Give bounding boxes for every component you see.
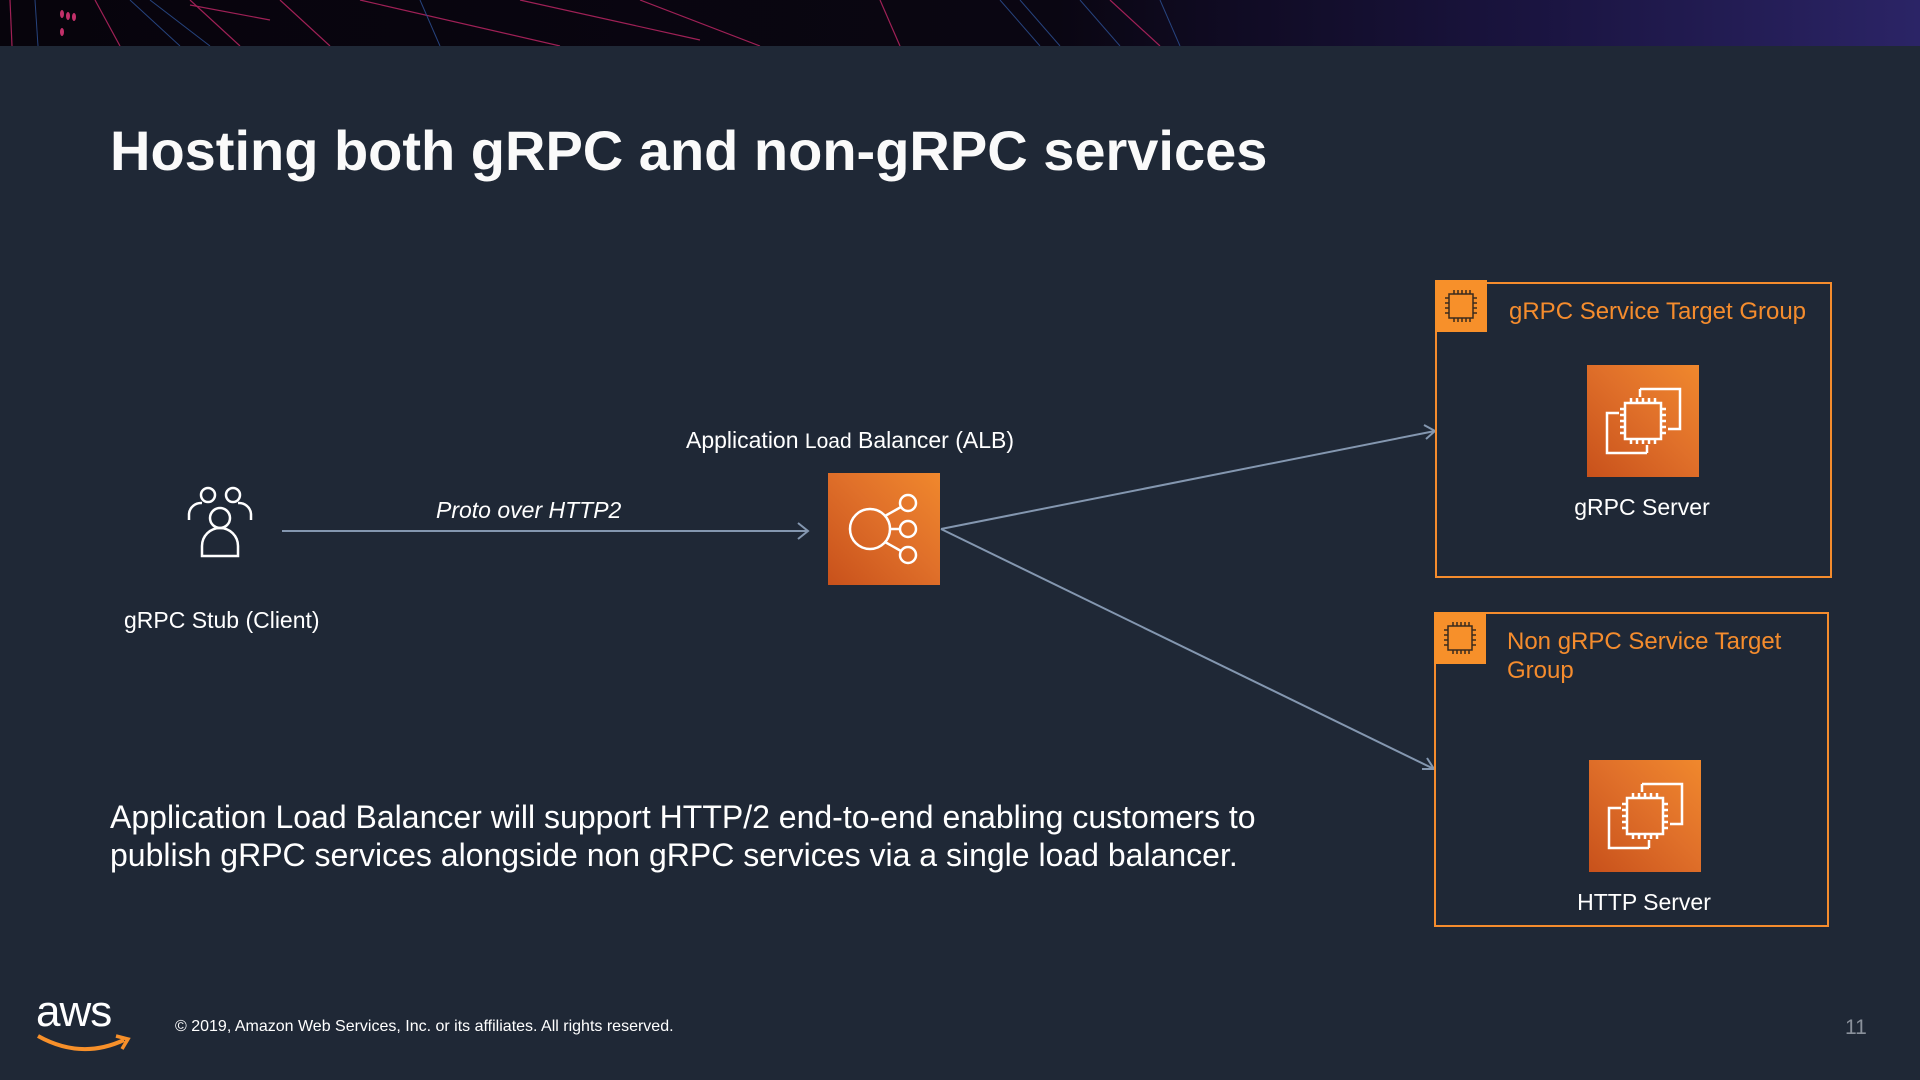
grpc-server-label: gRPC Server — [1574, 494, 1710, 520]
alb-to-http-arrow — [940, 528, 1435, 770]
alb-label-part: Load — [804, 430, 852, 453]
ec2-instances-icon — [1607, 782, 1684, 850]
non-grpc-group-title: Non gRPC Service Target Group — [1507, 627, 1781, 685]
copyright-text: © 2019, Amazon Web Services, Inc. or its… — [175, 1018, 674, 1035]
load-balancer-icon — [848, 493, 918, 565]
alb-tile[interactable] — [828, 473, 940, 585]
grpc-server-tile[interactable] — [1587, 365, 1699, 477]
http-server-tile[interactable] — [1589, 760, 1701, 872]
group-title-line: Group — [1507, 657, 1574, 684]
alb-label-part: Balancer (ALB) — [851, 427, 1014, 453]
body-text-line: publish gRPC services alongside non gRPC… — [110, 837, 1238, 873]
page-number: 11 — [1845, 1016, 1867, 1039]
arrowhead-alb — [797, 522, 810, 540]
slide-title: Hosting both gRPC and non-gRPC services — [110, 119, 1268, 182]
body-text-line: Application Load Balancer will support H… — [110, 799, 1256, 835]
aws-logo-text: aws — [36, 987, 112, 1036]
grpc-group-title: gRPC Service Target Group — [1509, 298, 1807, 325]
alb-label: Application Load Balancer (ALB) — [686, 427, 1014, 454]
header-banner — [0, 0, 1920, 46]
grpc-target-group — [1435, 282, 1832, 578]
arrowhead-http — [1422, 757, 1436, 770]
http-server-label: HTTP Server — [1577, 889, 1711, 915]
group-badge — [1435, 280, 1487, 332]
group-title-line: Non gRPC Service Target — [1507, 628, 1782, 655]
non-grpc-target-group — [1434, 612, 1829, 927]
alb-label-part: Application — [686, 427, 805, 453]
aws-logo: aws — [36, 987, 136, 1059]
body-text: Application Load Balancer will support H… — [110, 798, 1256, 874]
aws-smile-icon — [37, 1034, 131, 1051]
client-label: gRPC Stub (Client) — [124, 607, 320, 633]
chip-icon — [1445, 290, 1477, 322]
group-badge — [1434, 612, 1486, 664]
chip-icon — [1444, 622, 1476, 654]
ec2-instances-icon — [1605, 387, 1682, 455]
connection-label: Proto over HTTP2 — [436, 497, 622, 523]
circuit-pattern-graphic — [9, 0, 1181, 46]
users-icon — [187, 486, 253, 558]
arrowhead-grpc — [1423, 424, 1437, 440]
alb-to-grpc-arrow — [940, 430, 1436, 530]
